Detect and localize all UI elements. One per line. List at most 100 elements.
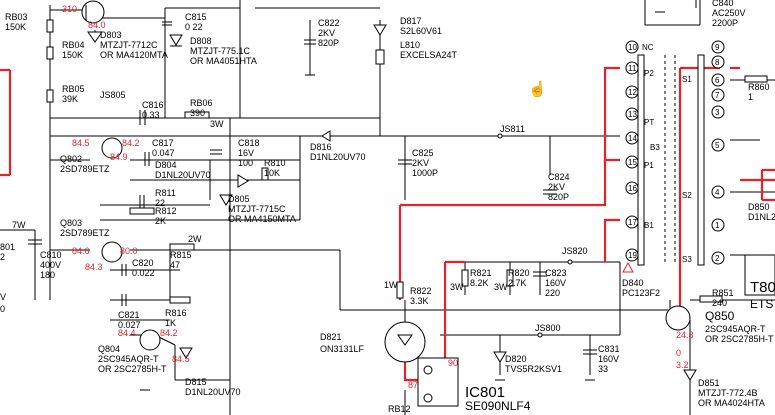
inductor-l810	[375, 49, 385, 65]
zener-d808	[169, 34, 183, 46]
svg-text:MTZJT-7715C: MTZJT-7715C	[228, 204, 286, 214]
svg-text:D804: D804	[155, 160, 177, 170]
svg-text:8.2K: 8.2K	[470, 278, 489, 288]
svg-text:D1NL2: D1NL2	[748, 212, 775, 222]
svg-text:C825: C825	[412, 148, 434, 158]
svg-text:84.5: 84.5	[72, 138, 90, 148]
svg-text:84.4: 84.4	[118, 328, 136, 338]
svg-text:8: 8	[715, 58, 720, 67]
svg-text:MTZJT-772.4B: MTZJT-772.4B	[698, 388, 758, 398]
svg-text:2: 2	[715, 254, 720, 263]
svg-text:JS805: JS805	[100, 90, 126, 100]
svg-text:3W: 3W	[494, 282, 508, 292]
svg-text:240: 240	[712, 298, 727, 308]
svg-text:90: 90	[448, 358, 458, 368]
svg-text:D850: D850	[748, 202, 770, 212]
transformer-right-pins	[711, 40, 725, 265]
resistor-r812	[129, 207, 155, 215]
svg-text:13: 13	[628, 110, 637, 119]
svg-text:RB05: RB05	[62, 84, 85, 94]
svg-text:2SC945AQR-T: 2SC945AQR-T	[705, 324, 766, 334]
svg-text:D840: D840	[622, 278, 644, 288]
svg-text:RB06: RB06	[190, 98, 213, 108]
svg-text:84.9: 84.9	[110, 152, 128, 162]
svg-text:ETS: ETS	[750, 297, 773, 311]
svg-text:84.5: 84.5	[172, 354, 190, 364]
svg-text:0 22: 0 22	[185, 22, 203, 32]
svg-text:S3: S3	[682, 255, 692, 264]
svg-text:R822: R822	[410, 286, 432, 296]
svg-text:9: 9	[715, 43, 720, 52]
svg-text:R815: R815	[170, 250, 192, 260]
svg-text:R816: R816	[165, 308, 187, 318]
svg-text:1W: 1W	[384, 280, 398, 290]
svg-text:820P: 820P	[548, 192, 569, 202]
svg-text:S1: S1	[682, 75, 692, 84]
svg-text:AC250V: AC250V	[712, 8, 746, 18]
svg-text:16: 16	[628, 184, 637, 193]
svg-text:OR MA4024HTA: OR MA4024HTA	[698, 398, 765, 408]
svg-text:R812: R812	[155, 206, 177, 216]
opto-led	[397, 334, 413, 346]
t80-box	[744, 254, 775, 296]
svg-text:B3: B3	[650, 143, 660, 152]
labels-left: RB03 150K 310 84.0 RB04 150K D803 MTZJT-…	[0, 4, 570, 397]
svg-text:84.2: 84.2	[160, 328, 178, 338]
svg-text:OR MA4120MTA: OR MA4120MTA	[100, 50, 168, 60]
svg-text:C822: C822	[318, 18, 340, 28]
svg-text:OR MA4051HTA: OR MA4051HTA	[190, 56, 257, 66]
svg-text:RB03: RB03	[5, 12, 28, 22]
svg-text:84.6: 84.6	[72, 246, 90, 256]
svg-text:39K: 39K	[62, 94, 78, 104]
svg-text:33: 33	[598, 364, 608, 374]
zener-d805	[219, 194, 233, 206]
svg-text:0: 0	[676, 348, 681, 358]
resistor-rb04	[46, 46, 54, 60]
svg-text:T80: T80	[750, 279, 775, 296]
svg-text:2SD789ETZ: 2SD789ETZ	[60, 164, 110, 174]
cursor-hand-icon: ☝	[528, 79, 547, 98]
svg-text:C818: C818	[238, 138, 260, 148]
svg-text:D851: D851	[698, 378, 720, 388]
svg-text:R811: R811	[155, 188, 176, 198]
ic-pin-2	[423, 393, 433, 403]
jumper-js811	[497, 133, 503, 139]
svg-text:D815: D815	[185, 377, 207, 387]
svg-text:2SC945AQR-T: 2SC945AQR-T	[98, 354, 159, 364]
red-wiring	[0, 66, 775, 382]
svg-text:PT: PT	[644, 118, 654, 127]
diode-d804	[237, 174, 249, 188]
diode-d817	[373, 24, 387, 36]
svg-text:84.3: 84.3	[85, 262, 103, 272]
svg-text:B1: B1	[644, 221, 654, 230]
svg-text:R821: R821	[470, 268, 492, 278]
svg-text:10K: 10K	[264, 168, 280, 178]
svg-text:IC801: IC801	[465, 384, 505, 401]
svg-text:JS800: JS800	[535, 323, 561, 333]
ic-ic801	[417, 357, 459, 407]
svg-text:16V: 16V	[238, 148, 254, 158]
svg-text:84.2: 84.2	[122, 138, 140, 148]
svg-text:S2: S2	[682, 191, 692, 200]
svg-text:0: 0	[0, 304, 5, 314]
svg-text:Q804: Q804	[98, 344, 120, 354]
svg-text:1000P: 1000P	[412, 168, 438, 178]
transistor-q802	[101, 137, 123, 159]
svg-text:C831: C831	[598, 344, 620, 354]
svg-text:R820: R820	[508, 268, 530, 278]
ic-pin-1	[423, 365, 433, 375]
svg-text:D1NL20UV70: D1NL20UV70	[185, 387, 241, 397]
resistor-r816	[169, 296, 191, 304]
svg-text:R851: R851	[712, 288, 734, 298]
svg-text:84.0: 84.0	[88, 20, 106, 30]
svg-text:47: 47	[170, 260, 180, 270]
resistor-r820	[506, 269, 514, 287]
svg-text:2W: 2W	[188, 234, 202, 244]
svg-text:12: 12	[628, 88, 637, 97]
zener-d820	[493, 351, 507, 363]
svg-text:OR MA4150MTA: OR MA4150MTA	[228, 214, 296, 224]
svg-text:P2: P2	[644, 69, 654, 78]
svg-text:Q850: Q850	[705, 309, 735, 323]
